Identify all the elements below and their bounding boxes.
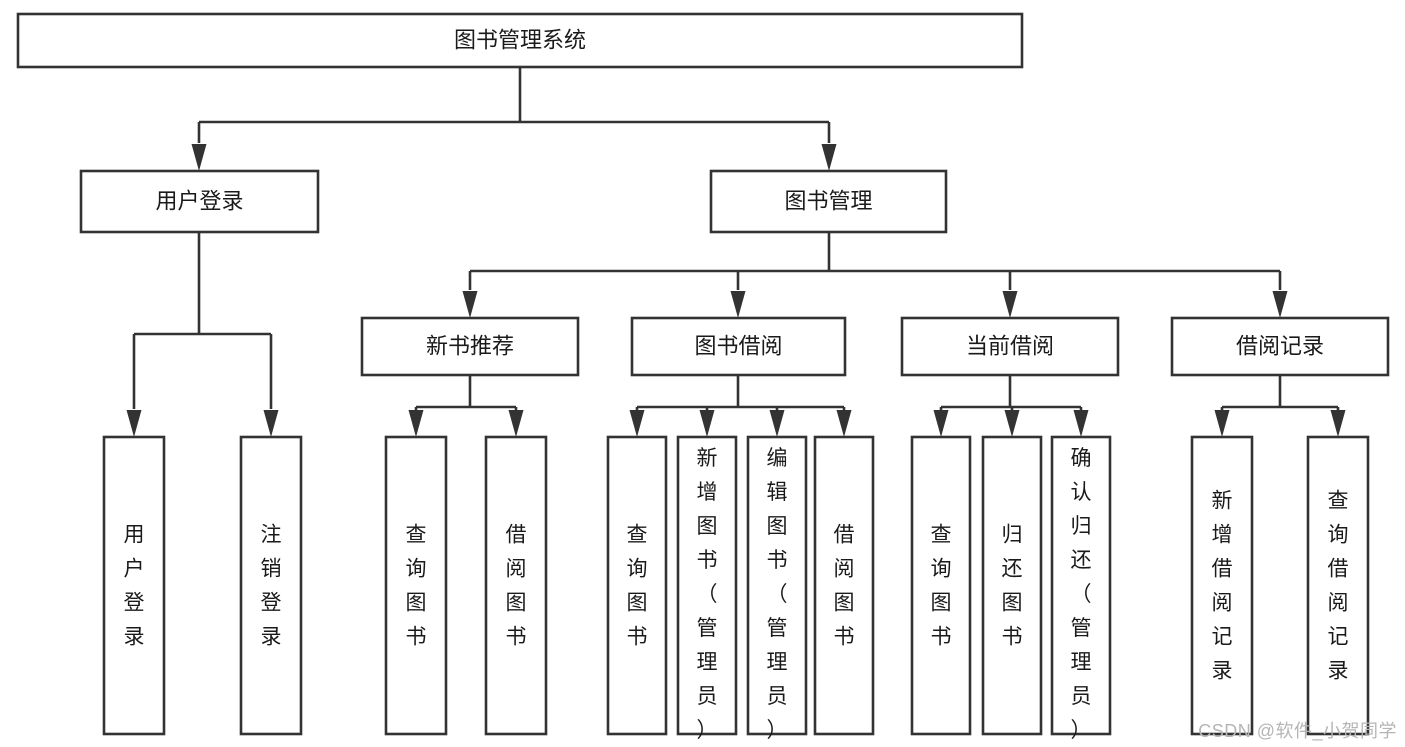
node-root[interactable]: 图书管理系统	[16, 12, 1024, 69]
node-leaf-6[interactable]: 编辑图书（管理员）	[746, 435, 808, 742]
node-leaf-2[interactable]: 查询图书	[384, 435, 448, 736]
node-leaf-7[interactable]: 借阅图书	[813, 435, 875, 736]
arrow-to-leaf-logout	[263, 410, 279, 437]
arrow-to-leaf-query-record	[1330, 410, 1346, 437]
node-level3-0[interactable]: 新书推荐	[360, 316, 580, 377]
arrow-to-records	[1272, 291, 1288, 318]
arrow-to-current	[1002, 291, 1018, 318]
node-leaf-10[interactable]: 确认归还（管理员）	[1050, 435, 1112, 742]
node-leaf-8-label: 查询图书	[931, 524, 952, 649]
node-level2-1-label: 图书管理	[784, 188, 872, 213]
node-leaf-11-label: 新增借阅记录	[1212, 490, 1233, 683]
node-leaf-3-label: 借阅图书	[506, 524, 527, 649]
arrow-to-leaf-add-book	[699, 410, 715, 437]
node-level3-2-box[interactable]	[900, 316, 1120, 377]
node-level3-3-box[interactable]	[1170, 316, 1390, 377]
node-level2-0[interactable]: 用户登录	[79, 169, 320, 234]
arrow-to-borrow	[730, 291, 746, 318]
node-level3-3[interactable]: 借阅记录	[1170, 316, 1390, 377]
node-leaf-12-label: 查询借阅记录	[1328, 490, 1349, 683]
arrow-to-leaf-borrow-books-1	[508, 410, 524, 437]
node-level3-0-box[interactable]	[360, 316, 580, 377]
node-leaf-0-label: 用户登录	[124, 524, 145, 649]
node-leaf-3[interactable]: 借阅图书	[484, 435, 548, 736]
arrow-to-leaf-confirm-return	[1073, 410, 1089, 437]
arrow-to-leaf-query-books-1	[408, 410, 424, 437]
node-leaf-6-box[interactable]	[746, 435, 808, 736]
node-leaf-8[interactable]: 查询图书	[910, 435, 972, 736]
node-level2-0-box[interactable]	[79, 169, 320, 234]
node-leaf-10-label: 确认归还（管理员）	[1071, 447, 1092, 742]
arrow-to-book-manage	[821, 144, 837, 171]
node-leaf-4-box[interactable]	[606, 435, 668, 736]
node-leaf-6-label: 编辑图书（管理员）	[767, 447, 788, 742]
node-leaf-2-box[interactable]	[384, 435, 448, 736]
arrow-layer	[126, 144, 1346, 437]
arrow-to-leaf-edit-book	[769, 410, 785, 437]
node-level2-0-label: 用户登录	[155, 188, 243, 213]
node-leaf-9[interactable]: 归还图书	[981, 435, 1043, 736]
node-leaf-9-box[interactable]	[981, 435, 1043, 736]
node-leaf-11-box[interactable]	[1190, 435, 1254, 736]
node-level3-2[interactable]: 当前借阅	[900, 316, 1120, 377]
node-leaf-10-box[interactable]	[1050, 435, 1112, 736]
node-leaf-1-box[interactable]	[239, 435, 303, 736]
node-level3-3-label: 借阅记录	[1236, 333, 1324, 358]
node-leaf-9-label: 归还图书	[1002, 524, 1023, 649]
node-root-label: 图书管理系统	[454, 27, 586, 52]
node-leaf-1[interactable]: 注销登录	[239, 435, 303, 736]
node-level3-1-label: 图书借阅	[694, 333, 782, 358]
node-leaf-8-box[interactable]	[910, 435, 972, 736]
arrow-to-leaf-return-book	[1004, 410, 1020, 437]
node-level3-1-box[interactable]	[630, 316, 847, 377]
node-leaf-3-box[interactable]	[484, 435, 548, 736]
node-root-box[interactable]	[16, 12, 1024, 69]
node-level2-1-box[interactable]	[709, 169, 948, 234]
watermark-text: CSDN @软件_小贺同学	[1198, 721, 1397, 741]
node-leaf-12[interactable]: 查询借阅记录	[1306, 435, 1370, 736]
node-leaf-0-box[interactable]	[102, 435, 166, 736]
node-level3-0-label: 新书推荐	[426, 333, 514, 358]
arrow-to-leaf-user-login	[126, 410, 142, 437]
arrow-to-leaf-query-books-3	[933, 410, 949, 437]
node-leaf-12-box[interactable]	[1306, 435, 1370, 736]
node-leaf-1-label: 注销登录	[261, 524, 282, 649]
node-leaf-2-label: 查询图书	[406, 524, 427, 649]
node-level2-1[interactable]: 图书管理	[709, 169, 948, 234]
arrow-to-user-login	[191, 144, 207, 171]
node-leaf-0[interactable]: 用户登录	[102, 435, 166, 736]
node-leaf-11[interactable]: 新增借阅记录	[1190, 435, 1254, 736]
node-leaf-5-box[interactable]	[676, 435, 738, 736]
node-leaf-4[interactable]: 查询图书	[606, 435, 668, 736]
node-leaf-5-label: 新增图书（管理员）	[697, 447, 718, 742]
node-leaf-7-box[interactable]	[813, 435, 875, 736]
node-level3-1[interactable]: 图书借阅	[630, 316, 847, 377]
arrow-to-new-books	[462, 291, 478, 318]
arrow-to-leaf-borrow-books-2	[836, 410, 852, 437]
node-leaf-5[interactable]: 新增图书（管理员）	[676, 435, 738, 742]
node-leaf-7-label: 借阅图书	[834, 524, 855, 649]
node-layer: 图书管理系统用户登录图书管理新书推荐图书借阅当前借阅借阅记录用户登录注销登录查询…	[16, 12, 1390, 742]
node-level3-2-label: 当前借阅	[966, 333, 1054, 358]
node-leaf-4-label: 查询图书	[627, 524, 648, 649]
arrow-to-leaf-query-books-2	[629, 410, 645, 437]
arrow-to-leaf-add-record	[1214, 410, 1230, 437]
